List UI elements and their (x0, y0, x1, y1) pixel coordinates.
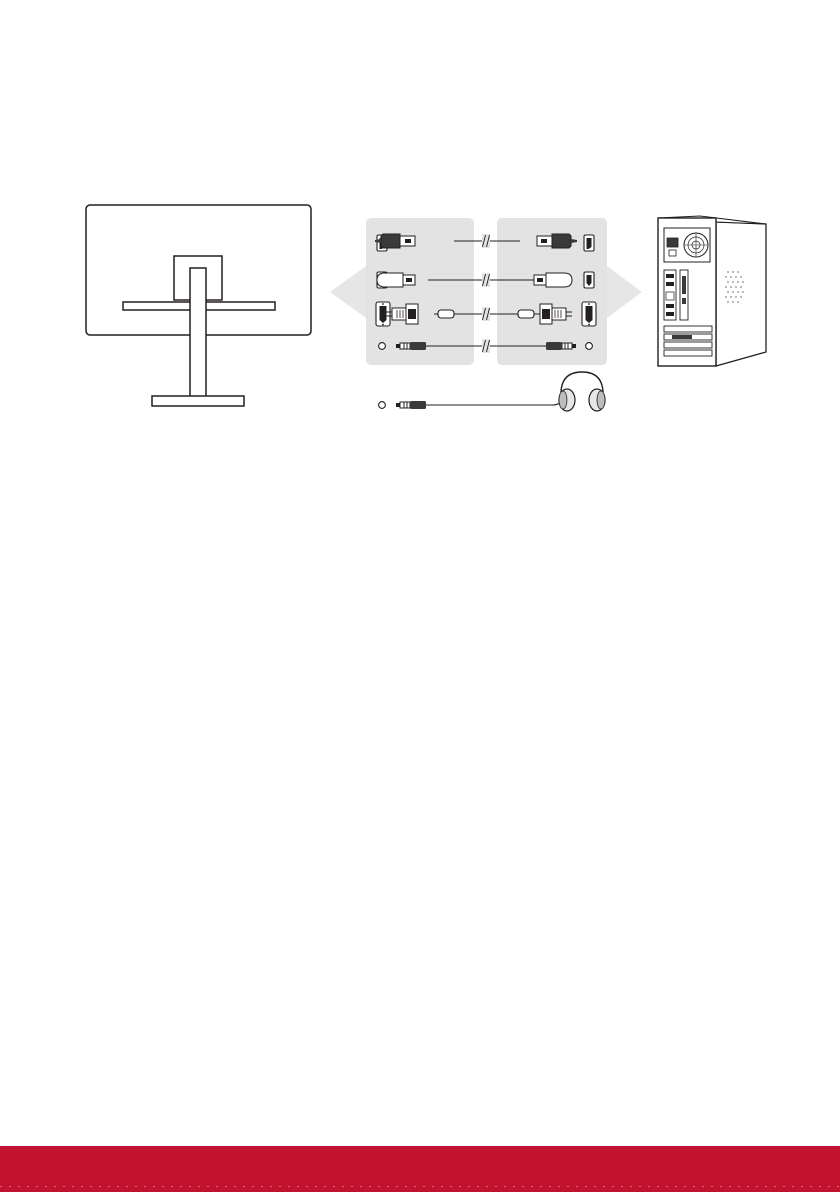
vga-ferrite-left (438, 310, 454, 318)
desktop-computer (658, 216, 766, 366)
displayport-plug-monitor-side (375, 234, 415, 248)
vga-port-computer (582, 302, 596, 326)
monitor-stand-base (152, 396, 244, 406)
power-socket-icon (667, 238, 678, 247)
audio-break-mark (482, 339, 490, 353)
vga-break-mark (482, 307, 490, 321)
audio-port-computer (586, 343, 593, 350)
monitor (86, 205, 311, 406)
hdmi-break-mark (482, 273, 490, 287)
audio-port-monitor (379, 343, 386, 350)
vga-port-monitor (376, 302, 390, 326)
displayport-port-computer (584, 235, 594, 251)
footer-dash-line (0, 1186, 840, 1187)
audio-plug-monitor-side (396, 342, 426, 350)
hdmi-port-computer (584, 272, 594, 288)
hdmi-plug-monitor-side (377, 273, 415, 287)
displayport-break-mark (482, 234, 490, 248)
vga-ferrite-right (518, 310, 534, 318)
headphone-cable-line (426, 400, 562, 405)
hdmi-plug-computer-side (534, 273, 572, 287)
arrow-right-shape (607, 266, 642, 318)
audio-plug-computer-side (546, 342, 576, 350)
headphone-jack-port (379, 402, 386, 409)
monitor-stand-neck (190, 268, 206, 404)
connection-diagram (0, 0, 840, 1146)
arrow-left-shape (330, 266, 366, 318)
power-switch-icon (669, 250, 676, 256)
headphones (559, 372, 605, 411)
headphone-audio-plug (396, 401, 426, 409)
computer-side-panel (716, 222, 766, 366)
displayport-plug-computer-side (537, 234, 577, 248)
